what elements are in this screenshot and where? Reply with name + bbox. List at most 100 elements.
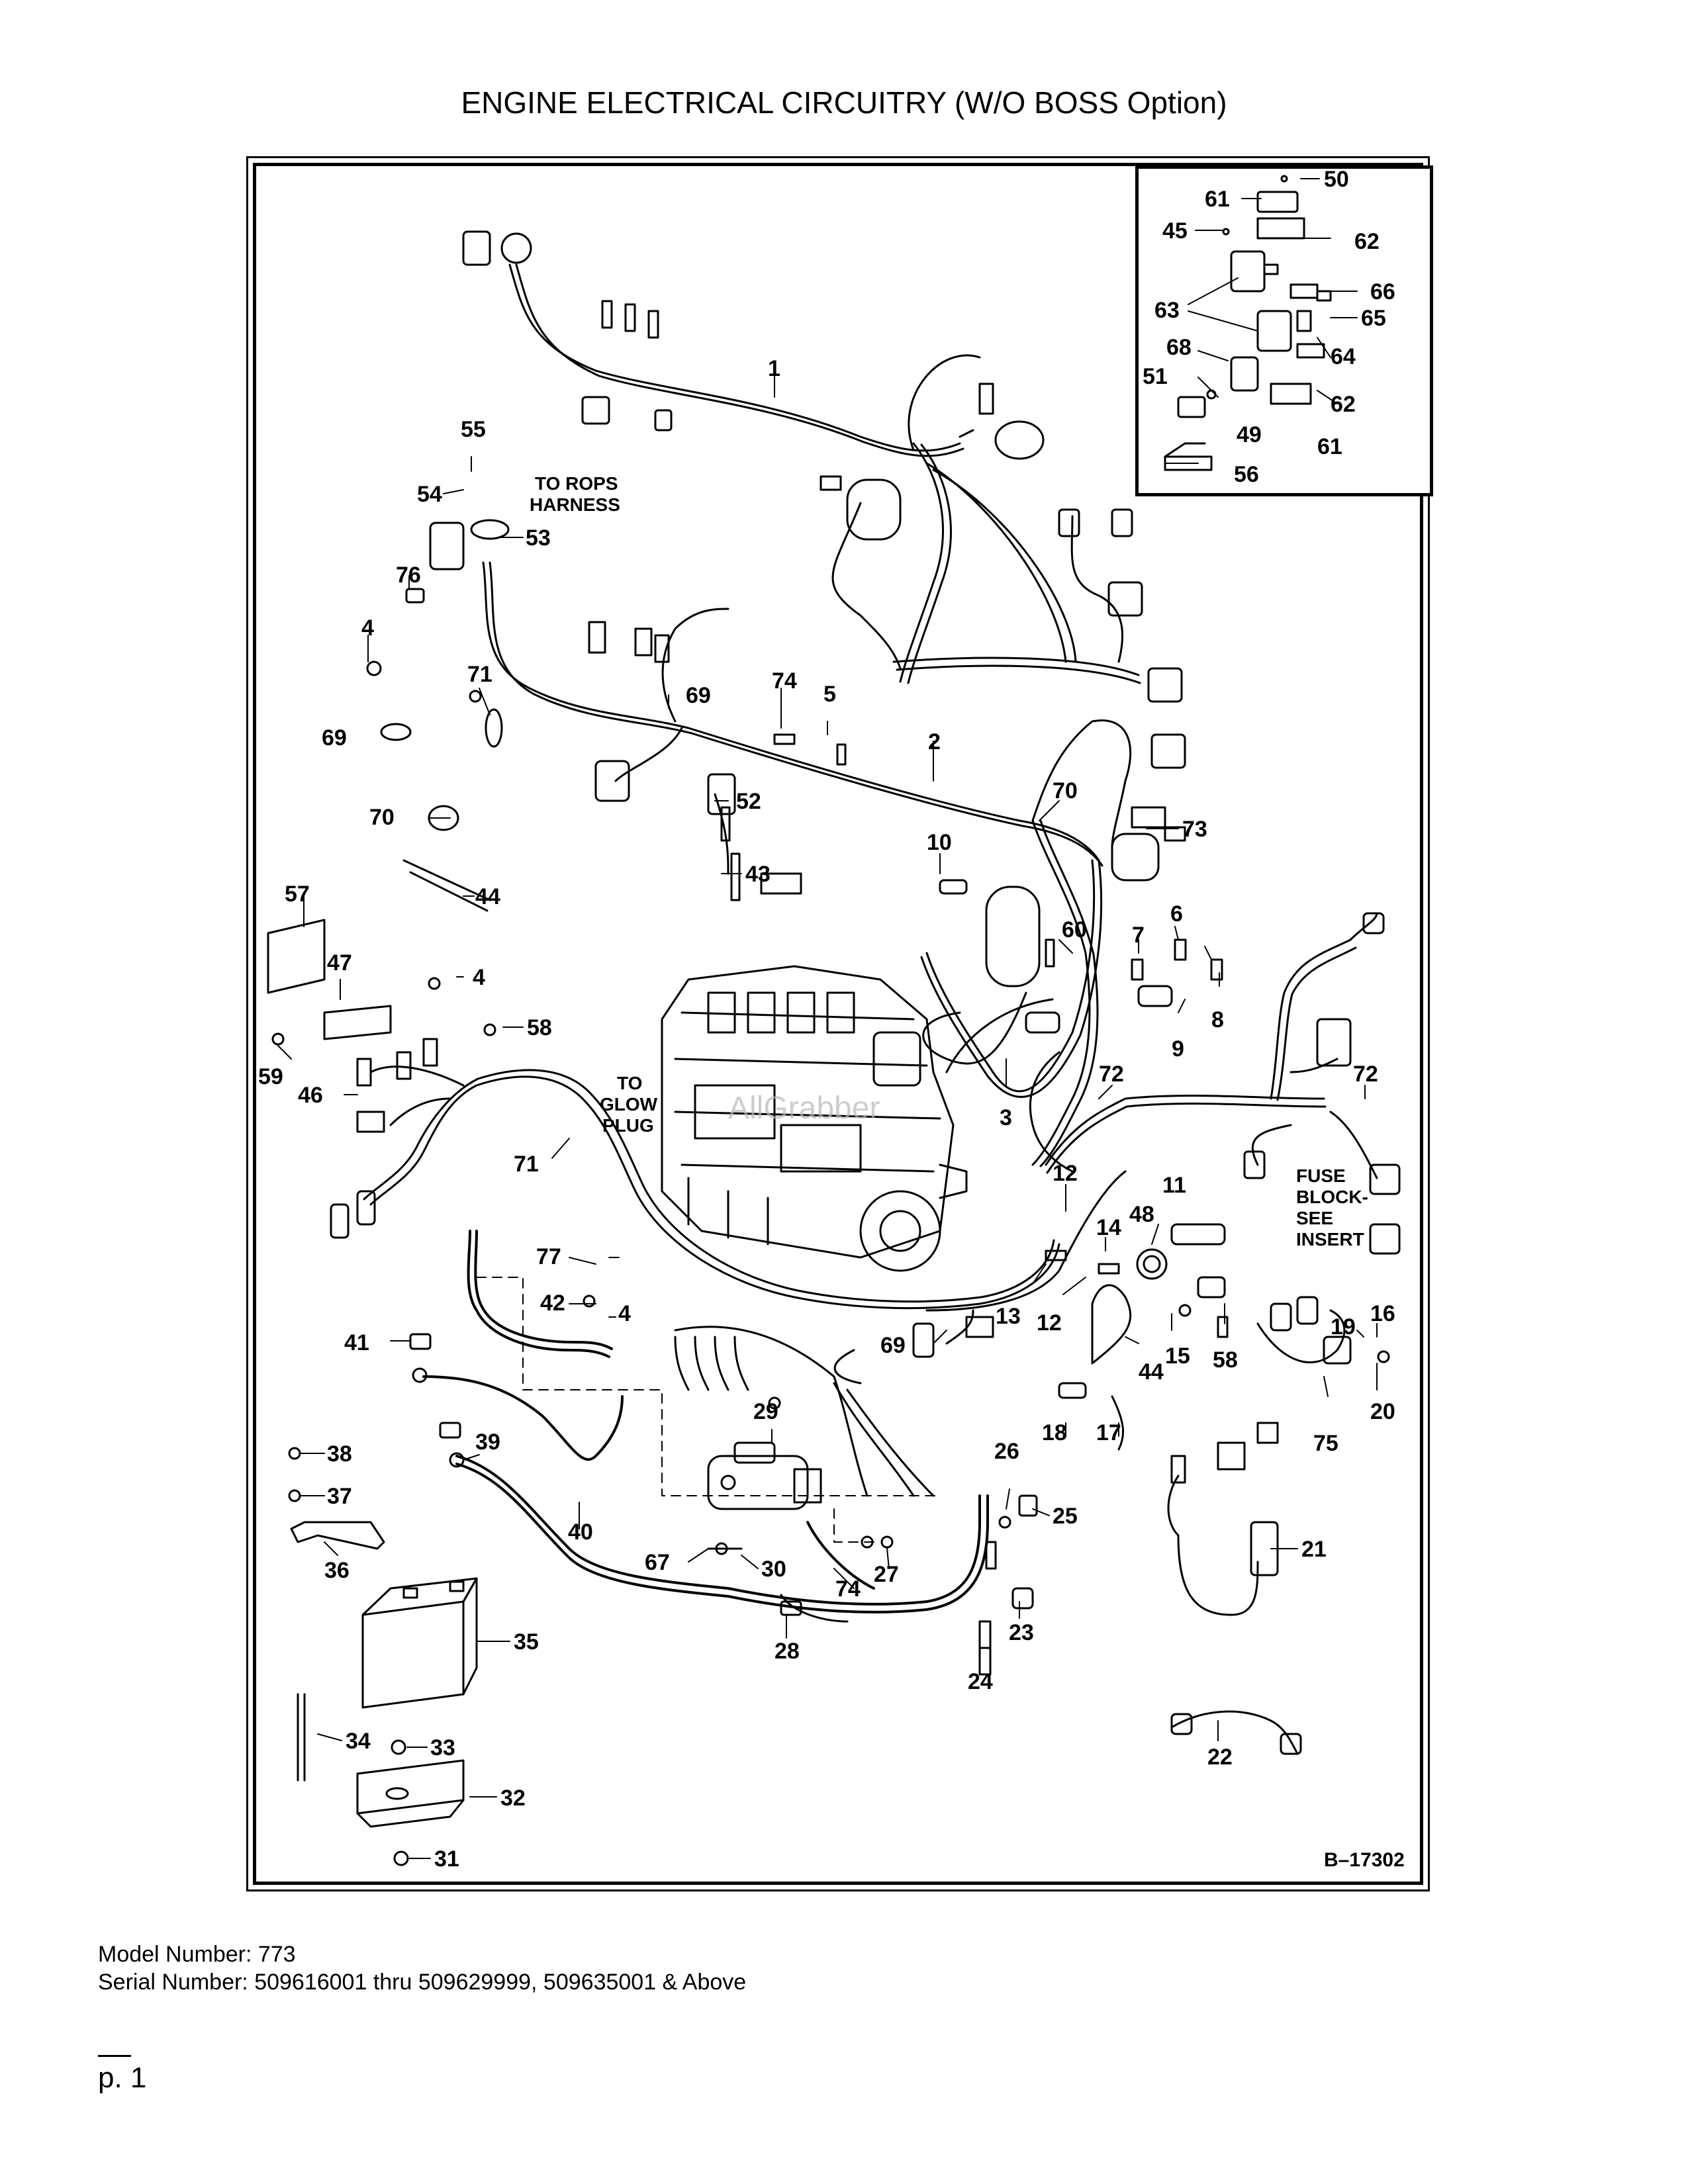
callout-74: 74 [835, 1576, 861, 1602]
callout-23: 23 [1009, 1620, 1034, 1645]
callout-62: 62 [1354, 229, 1380, 254]
callout-4: 4 [361, 615, 374, 641]
callout-63: 63 [1154, 298, 1180, 323]
callout-6: 6 [1170, 901, 1183, 927]
engine-illustration [661, 965, 968, 1272]
diagram-frame-outer [246, 156, 1430, 1891]
harness-72-connectors [1243, 912, 1401, 1255]
callout-2: 2 [928, 729, 941, 754]
harness-1-connectors [462, 230, 1186, 769]
battery-hold-down [290, 1521, 465, 1828]
callout-35: 35 [514, 1629, 539, 1655]
wiring-harness-2 [482, 561, 1132, 1167]
callout-26: 26 [994, 1439, 1019, 1464]
callout-42: 42 [540, 1291, 565, 1316]
callout-57: 57 [285, 882, 310, 907]
callout-69: 69 [686, 683, 711, 708]
callout-72: 72 [1099, 1062, 1124, 1087]
watermark: AllGrabber [728, 1091, 880, 1126]
note-to-rops-harness-line1: TO ROPS [535, 473, 618, 494]
callout-48: 48 [1129, 1202, 1154, 1227]
glow-plug-wires [674, 1326, 935, 1497]
wiring-harness-3 [920, 859, 1103, 1098]
callout-38: 38 [327, 1441, 352, 1467]
routing-dashed-lines [476, 1277, 941, 1543]
callout-33: 33 [430, 1735, 455, 1760]
callout-18: 18 [1042, 1420, 1067, 1445]
callout-13: 13 [996, 1304, 1021, 1329]
callout-11: 11 [1162, 1173, 1186, 1198]
fuse-block-insert-panel [1135, 165, 1433, 496]
callout-24: 24 [968, 1669, 993, 1694]
callout-29: 29 [753, 1399, 778, 1424]
callout-32: 32 [500, 1786, 526, 1811]
callout-12: 12 [1037, 1310, 1062, 1336]
harness-3-main-loop [925, 998, 1127, 1312]
callout-56: 56 [1234, 462, 1259, 487]
callout-70: 70 [369, 805, 395, 830]
callout-47: 47 [327, 950, 352, 976]
callout-4: 4 [618, 1301, 631, 1326]
callout-25: 25 [1053, 1504, 1078, 1529]
harness-46-connectors [330, 1038, 438, 1239]
callout-41: 41 [344, 1330, 369, 1355]
callout-51: 51 [1143, 364, 1168, 389]
callout-58: 58 [1213, 1347, 1238, 1373]
callout-59: 59 [258, 1064, 283, 1089]
callout-30: 30 [761, 1557, 786, 1582]
callout-46: 46 [298, 1083, 323, 1108]
callout-60: 60 [1062, 917, 1087, 942]
callout-5: 5 [823, 682, 836, 707]
callout-61: 61 [1317, 434, 1342, 459]
note-fuse-block-line1: FUSE [1296, 1165, 1346, 1186]
callout-12: 12 [1053, 1161, 1078, 1186]
callout-52: 52 [736, 789, 761, 814]
callout-74: 74 [772, 668, 797, 694]
callout-37: 37 [327, 1484, 352, 1509]
callout-31: 31 [434, 1846, 459, 1872]
callout-70: 70 [1053, 778, 1078, 803]
callout-28: 28 [774, 1639, 800, 1664]
callout-10: 10 [927, 830, 952, 855]
callout-45: 45 [1162, 218, 1188, 244]
note-to-glow-plug-line2: GLOW [600, 1094, 658, 1115]
callout-36: 36 [324, 1558, 350, 1583]
callout-39: 39 [475, 1430, 500, 1455]
callout-58: 58 [527, 1015, 552, 1040]
callout-71: 71 [514, 1152, 539, 1177]
callout-62: 62 [1331, 392, 1356, 417]
callout-3: 3 [1000, 1105, 1012, 1130]
callout-53: 53 [526, 525, 551, 551]
fuse-block-insert-parts [1164, 175, 1332, 471]
callout-75: 75 [1313, 1431, 1338, 1456]
harness-2-connectors [429, 519, 1186, 895]
callout-66: 66 [1370, 279, 1395, 304]
callout-1: 1 [768, 356, 780, 381]
note-to-glow-plug-line1: TO [617, 1073, 642, 1093]
callout-43: 43 [745, 862, 771, 887]
callout-44: 44 [475, 884, 500, 909]
callout-54: 54 [417, 482, 442, 507]
callout-49: 49 [1237, 422, 1262, 447]
starter-battery-cables [422, 1230, 989, 1614]
callout-17: 17 [1096, 1420, 1121, 1445]
small-hardware [267, 588, 1390, 1866]
note-to-rops-harness-line2: HARNESS [530, 494, 620, 515]
callout-19: 19 [1331, 1314, 1356, 1340]
wiring-harness-46 [363, 1066, 1060, 1310]
callout-4: 4 [473, 965, 485, 990]
starter-motor [707, 1441, 822, 1510]
callout-20: 20 [1370, 1399, 1395, 1424]
wiring-harness-1 [508, 263, 1141, 684]
callout-69: 69 [880, 1333, 906, 1358]
callout-69: 69 [322, 725, 347, 751]
diagram-frame [253, 163, 1423, 1885]
wiring-harness-72 [1045, 912, 1378, 1179]
note-fuse-block-line2: BLOCK- [1296, 1187, 1368, 1207]
page-title: ENGINE ELECTRICAL CIRCUITRY (W/O BOSS Op… [461, 85, 1227, 120]
callout-77: 77 [536, 1244, 561, 1269]
callout-67: 67 [645, 1550, 670, 1575]
callout-leader-lines [277, 178, 1378, 1859]
callout-64: 64 [1331, 344, 1356, 369]
